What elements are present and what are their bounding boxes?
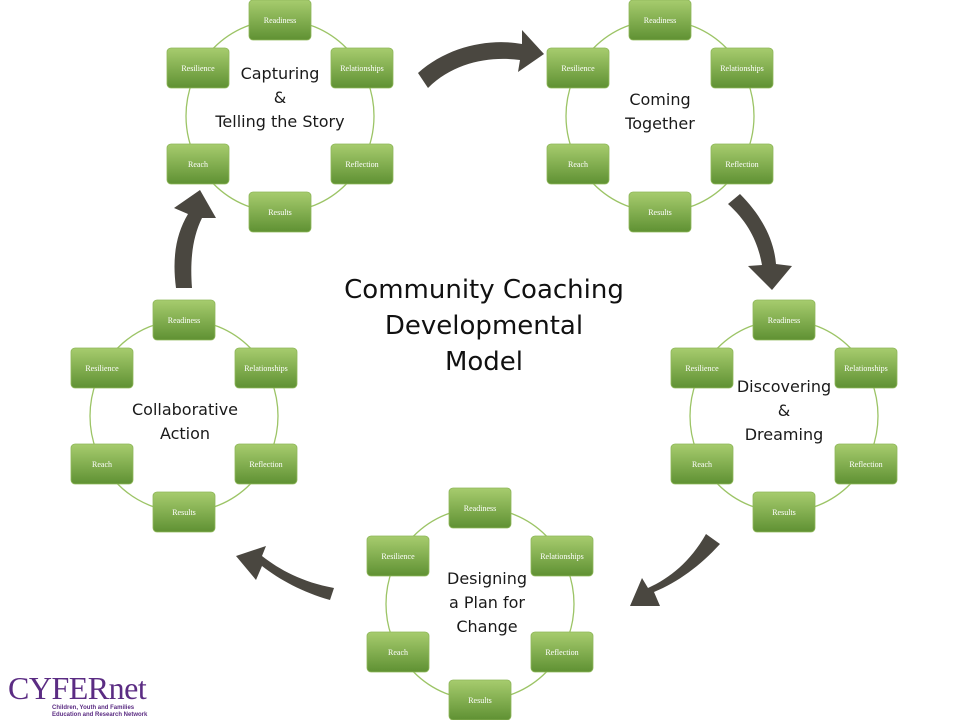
svg-text:Readiness: Readiness	[168, 316, 200, 325]
logo-line-1: Children, Youth and Families	[52, 705, 135, 711]
svg-text:Reflection: Reflection	[725, 160, 758, 169]
svg-text:Relationships: Relationships	[340, 64, 384, 73]
svg-text:Results: Results	[648, 208, 672, 217]
node-designing-reflection: Reflection	[530, 631, 594, 673]
svg-text:Relationships: Relationships	[540, 552, 584, 561]
node-designing-resilience: Resilience	[366, 535, 430, 577]
logo-line-2: Education and Research Network	[52, 712, 148, 718]
node-discovering-relationships: Relationships	[834, 347, 898, 389]
node-discovering-resilience: Resilience	[670, 347, 734, 389]
node-capturing-reach: Reach	[166, 143, 230, 185]
title-line-3: Model	[444, 347, 524, 377]
svg-text:Results: Results	[772, 508, 796, 517]
node-coming-results: Results	[628, 191, 692, 233]
model-title: Community Coaching Developmental Model	[324, 272, 644, 380]
node-discovering-readiness: Readiness	[752, 299, 816, 341]
title-line-2: Developmental	[384, 311, 584, 341]
node-coming-reach: Reach	[546, 143, 610, 185]
svg-text:Resilience: Resilience	[181, 64, 215, 73]
svg-text:Relationships: Relationships	[720, 64, 764, 73]
node-designing-readiness: Readiness	[448, 487, 512, 529]
svg-text:Reach: Reach	[188, 160, 208, 169]
svg-text:Reach: Reach	[388, 648, 408, 657]
node-coming-relationships: Relationships	[710, 47, 774, 89]
node-coming-reflection: Reflection	[710, 143, 774, 185]
node-collaborative-reflection: Reflection	[234, 443, 298, 485]
cycle-label-coming: Coming Together	[625, 90, 695, 133]
node-collaborative-relationships: Relationships	[234, 347, 298, 389]
cycle-label-discovering: Discovering & Dreaming	[736, 377, 832, 444]
svg-text:Reflection: Reflection	[545, 648, 578, 657]
svg-text:Reflection: Reflection	[849, 460, 882, 469]
node-coming-readiness: Readiness	[628, 0, 692, 41]
svg-text:Results: Results	[468, 696, 492, 705]
arrow-designing-to-collaborative-icon	[236, 546, 334, 600]
arrow-capturing-to-coming-icon	[418, 30, 544, 88]
node-capturing-readiness: Readiness	[248, 0, 312, 41]
svg-text:Readiness: Readiness	[644, 16, 676, 25]
svg-text:Reflection: Reflection	[345, 160, 378, 169]
cyfernet-logo: CYFERnet Children, Youth and Families Ed…	[8, 672, 168, 718]
node-coming-resilience: Resilience	[546, 47, 610, 89]
node-collaborative-reach: Reach	[70, 443, 134, 485]
svg-text:Reach: Reach	[568, 160, 588, 169]
svg-text:Resilience: Resilience	[685, 364, 719, 373]
node-capturing-relationships: Relationships	[330, 47, 394, 89]
node-capturing-resilience: Resilience	[166, 47, 230, 89]
svg-text:Results: Results	[172, 508, 196, 517]
svg-text:Reach: Reach	[692, 460, 712, 469]
logo-name: CYFERnet	[8, 670, 147, 706]
svg-text:Readiness: Readiness	[264, 16, 296, 25]
svg-text:Relationships: Relationships	[844, 364, 888, 373]
node-discovering-reach: Reach	[670, 443, 734, 485]
node-collaborative-resilience: Resilience	[70, 347, 134, 389]
node-designing-results: Results	[448, 679, 512, 720]
arrow-coming-to-discovering-icon	[728, 194, 792, 290]
node-collaborative-readiness: Readiness	[152, 299, 216, 341]
node-collaborative-results: Results	[152, 491, 216, 533]
svg-text:Resilience: Resilience	[85, 364, 119, 373]
cycle-label-collaborative: Collaborative Action	[131, 400, 238, 443]
svg-text:Results: Results	[268, 208, 292, 217]
svg-text:Readiness: Readiness	[768, 316, 800, 325]
svg-text:Resilience: Resilience	[561, 64, 595, 73]
svg-text:Relationships: Relationships	[244, 364, 288, 373]
svg-text:Readiness: Readiness	[464, 504, 496, 513]
svg-text:Reach: Reach	[92, 460, 112, 469]
arrow-collaborative-to-capturing-icon	[174, 190, 216, 288]
node-discovering-results: Results	[752, 491, 816, 533]
title-line-1: Community Coaching	[344, 275, 624, 305]
cycle-label-designing: Designing a Plan for Change	[447, 569, 527, 636]
arrow-discovering-to-designing-icon	[630, 534, 720, 606]
svg-text:Resilience: Resilience	[381, 552, 415, 561]
node-discovering-reflection: Reflection	[834, 443, 898, 485]
node-capturing-reflection: Reflection	[330, 143, 394, 185]
cycle-label-capturing: Capturing & Telling the Story	[215, 64, 345, 131]
node-designing-reach: Reach	[366, 631, 430, 673]
svg-text:Reflection: Reflection	[249, 460, 282, 469]
node-designing-relationships: Relationships	[530, 535, 594, 577]
node-capturing-results: Results	[248, 191, 312, 233]
